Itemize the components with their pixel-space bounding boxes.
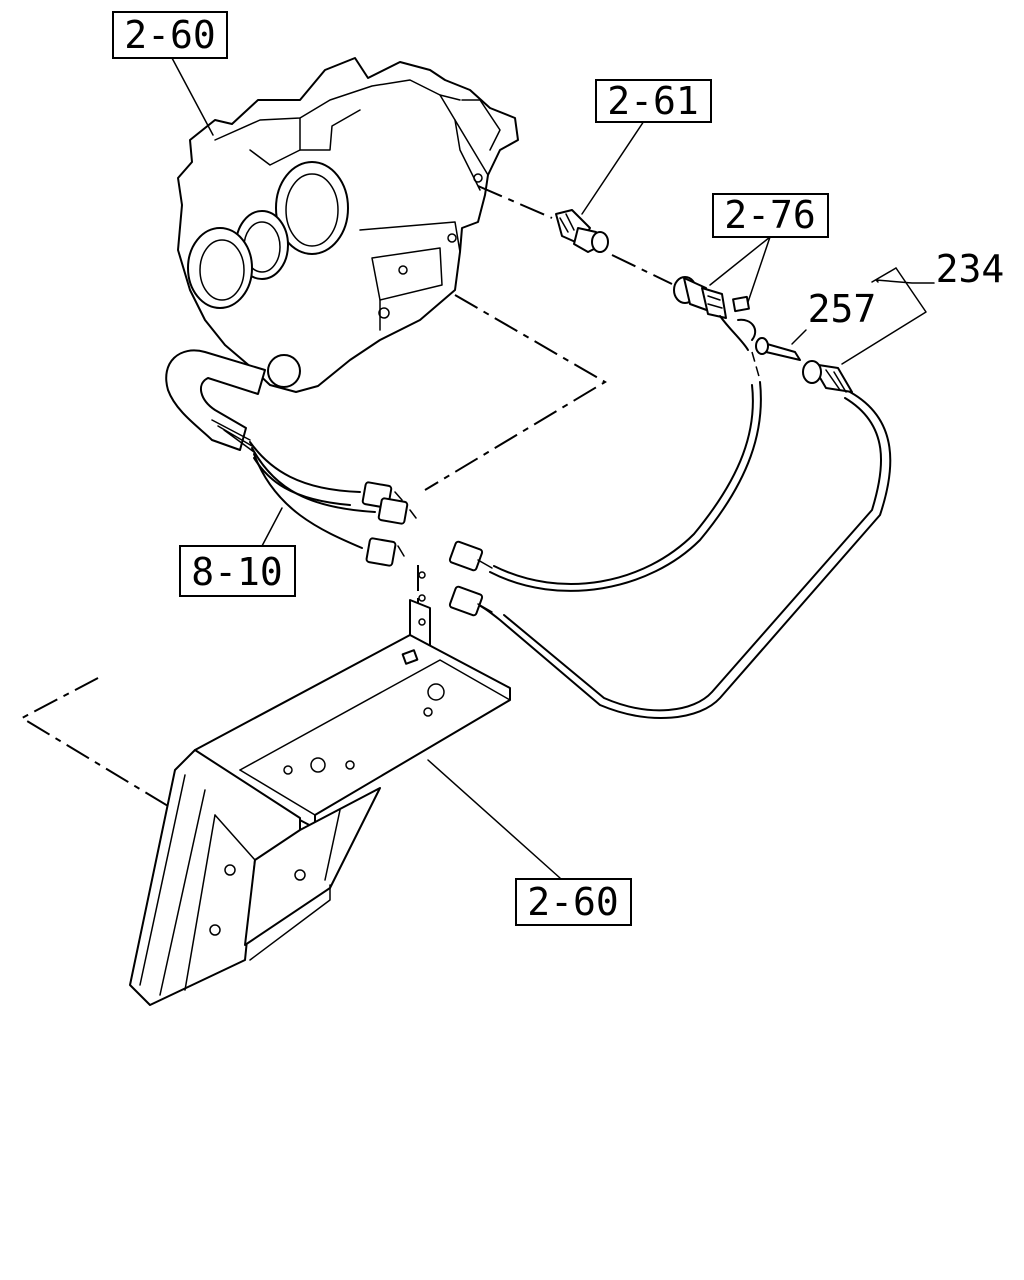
callout-label: 257 [808, 287, 877, 331]
reference-line-sensor [477, 185, 553, 219]
reference-line-left-bracket [19, 677, 169, 807]
callout-8-10: 8-10 [179, 545, 296, 597]
wiring-harness [165, 349, 417, 567]
callout-257: 257 [808, 287, 877, 331]
callout-label: 2-60 [527, 880, 619, 924]
clip-part [755, 337, 801, 361]
cable-assembly [469, 360, 892, 719]
callout-label: 234 [936, 247, 1005, 291]
callout-2-61: 2-61 [595, 79, 712, 123]
speed-sensor [555, 209, 609, 253]
leader-lines [171, 57, 935, 879]
callout-label: 2-61 [607, 79, 699, 123]
mounting-bracket [129, 571, 511, 1006]
sensor-cable [448, 351, 762, 617]
reference-line-housing-to-bracket [424, 294, 607, 491]
connector-assembly [673, 276, 757, 351]
callout-234: 234 [936, 247, 1005, 291]
callout-2-60-top: 2-60 [112, 11, 228, 59]
callout-label: 2-76 [724, 193, 816, 237]
callout-2-76: 2-76 [712, 193, 829, 238]
callout-label: 2-60 [124, 13, 216, 57]
callout-2-60-bottom: 2-60 [515, 878, 632, 926]
transmission-housing [177, 57, 519, 393]
reference-line-sensor-to-connector [611, 254, 673, 285]
callout-label: 8-10 [191, 550, 283, 594]
